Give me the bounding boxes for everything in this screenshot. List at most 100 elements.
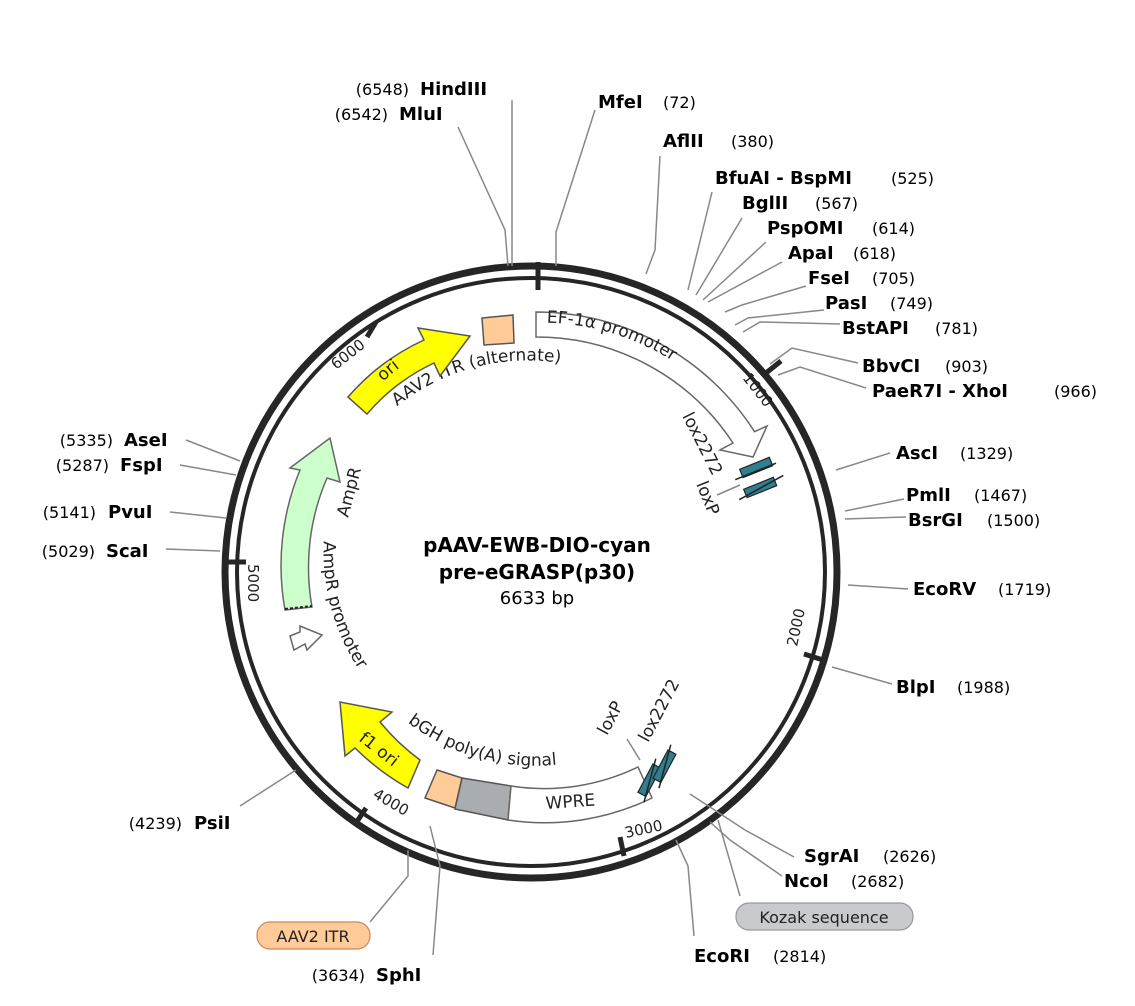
site-sgrai-pos: (2626) bbox=[883, 847, 936, 866]
loxp-top-leader bbox=[716, 484, 741, 496]
tick-label-2000: 2000 bbox=[783, 607, 809, 648]
site-sphi: (3634) SphI bbox=[312, 965, 422, 986]
site-paer7i-xhoi: PaeR7I - XhoI (966) bbox=[872, 381, 1097, 402]
site-pasi-name: PasI bbox=[825, 293, 867, 314]
site-bfuai-bspmi-name: BfuAI - BspMI bbox=[715, 168, 852, 189]
site-ecori-pos: (2814) bbox=[773, 947, 826, 966]
site-ecori: EcoRI (2814) bbox=[694, 946, 826, 967]
aav2-itr-tag-bg bbox=[256, 921, 371, 950]
site-pmli-name: PmlI bbox=[906, 485, 951, 506]
ampr-arrow bbox=[280, 436, 342, 611]
site-sphi-name: SphI bbox=[376, 965, 421, 986]
site-asci: AscI (1329) bbox=[896, 443, 1013, 464]
site-fsei-name: FseI bbox=[808, 268, 850, 289]
site-scai-name: ScaI bbox=[106, 541, 148, 562]
site-asci-pos: (1329) bbox=[960, 444, 1013, 463]
f1-ori-arrow bbox=[339, 701, 421, 790]
site-hindiii: (6548) HindIII bbox=[356, 79, 487, 100]
wpre-box bbox=[507, 765, 653, 824]
site-apai: ApaI (618) bbox=[788, 243, 896, 264]
restriction-sites: (6548) HindIII (6542) MluI MfeI (72) Afl… bbox=[42, 79, 1097, 986]
site-blpi: BlpI (1988) bbox=[896, 677, 1010, 698]
site-ecorv: EcoRV (1719) bbox=[913, 579, 1051, 600]
site-mlui-name: MluI bbox=[399, 104, 443, 125]
plasmid-name-line1: pAAV-EWB-DIO-cyan bbox=[423, 533, 651, 557]
site-scai-pos: (5029) bbox=[42, 542, 95, 561]
aav2-itr-tag-label: AAV2 ITR bbox=[276, 927, 349, 946]
site-fsei-pos: (705) bbox=[872, 269, 915, 288]
kozak-tag-bg bbox=[735, 902, 914, 931]
site-bfuai-bspmi: BfuAI - BspMI (525) bbox=[715, 168, 934, 189]
lox2272-bottom-label: lox2272 bbox=[635, 676, 685, 745]
site-pvui-name: PvuI bbox=[108, 502, 152, 523]
site-bsrgi: BsrGI (1500) bbox=[908, 510, 1040, 531]
site-hindiii-pos: (6548) bbox=[356, 80, 409, 99]
site-ncoi: NcoI (2682) bbox=[784, 871, 904, 892]
site-fspi-name: FspI bbox=[120, 455, 163, 476]
site-leaders bbox=[165, 100, 909, 956]
backbone-outer-ring bbox=[221, 262, 841, 882]
site-pspomi: PspOMI (614) bbox=[767, 218, 915, 239]
site-bstapi-name: BstAPI bbox=[842, 318, 909, 339]
ef1a-promoter-arrow bbox=[535, 311, 769, 458]
callout-kozak: Kozak sequence bbox=[735, 902, 914, 931]
loxp-top-label: loxP bbox=[691, 478, 723, 518]
site-aflii: AflII (380) bbox=[663, 131, 774, 152]
plasmid-size: 6633 bp bbox=[500, 588, 574, 609]
site-bglii: BglII (567) bbox=[742, 193, 858, 214]
tick-marks bbox=[227, 262, 824, 857]
ampr-promoter-arrow bbox=[289, 624, 324, 652]
plasmid-name-line2: pre-eGRASP(p30) bbox=[439, 560, 635, 584]
site-bglii-pos: (567) bbox=[815, 194, 858, 213]
site-pvui: (5141) PvuI bbox=[43, 502, 153, 523]
site-mlui: (6542) MluI bbox=[335, 104, 443, 125]
lox2272-bottom-site bbox=[652, 744, 677, 789]
site-blpi-pos: (1988) bbox=[957, 678, 1010, 697]
site-asci-name: AscI bbox=[896, 443, 938, 464]
tick-label-5000: 5000 bbox=[244, 564, 262, 602]
site-bstapi: BstAPI (781) bbox=[842, 318, 978, 339]
lox2272-top-site bbox=[734, 456, 777, 481]
site-bsrgi-pos: (1500) bbox=[987, 511, 1040, 530]
site-fspi: (5287) FspI bbox=[56, 455, 163, 476]
site-fsei: FseI (705) bbox=[808, 268, 915, 289]
tick-mark-6000 bbox=[364, 320, 379, 339]
site-bglii-name: BglII bbox=[742, 193, 788, 214]
site-pasi-pos: (749) bbox=[890, 294, 933, 313]
bgh-polya-box bbox=[454, 777, 512, 821]
site-pvui-pos: (5141) bbox=[43, 503, 96, 522]
site-fspi-pos: (5287) bbox=[56, 456, 109, 475]
site-mfei-pos: (72) bbox=[663, 93, 696, 112]
site-psii-pos: (4239) bbox=[129, 814, 182, 833]
tick-label-4000: 4000 bbox=[370, 785, 412, 820]
site-pasi: PasI (749) bbox=[825, 293, 933, 314]
site-bsrgi-name: BsrGI bbox=[908, 510, 963, 531]
backbone-inner-ring bbox=[235, 276, 827, 868]
site-ncoi-pos: (2682) bbox=[851, 872, 904, 891]
ori-arrow bbox=[346, 327, 472, 416]
site-sgrai: SgrAI (2626) bbox=[804, 846, 936, 867]
site-bbvci-name: BbvCI bbox=[862, 356, 920, 377]
site-sgrai-name: SgrAI bbox=[804, 846, 859, 867]
ampr-promoter-label: AmpR promoter bbox=[318, 541, 371, 672]
bgh-polya-label: bGH poly(A) signal bbox=[405, 710, 558, 770]
site-pmli: PmlI (1467) bbox=[906, 485, 1027, 506]
site-asei-pos: (5335) bbox=[60, 431, 113, 450]
tick-mark-4000 bbox=[353, 806, 369, 825]
site-asei-name: AseI bbox=[124, 430, 168, 451]
site-ecorv-name: EcoRV bbox=[913, 579, 976, 600]
site-ncoi-name: NcoI bbox=[784, 871, 829, 892]
callout-aav2-itr: AAV2 ITR bbox=[256, 921, 371, 950]
site-bbvci-pos: (903) bbox=[945, 357, 988, 376]
site-mfei-name: MfeI bbox=[598, 92, 643, 113]
site-pspomi-pos: (614) bbox=[872, 219, 915, 238]
site-pspomi-name: PspOMI bbox=[767, 218, 843, 239]
tick-mark-2000 bbox=[803, 651, 824, 663]
ampr-dotted-boundary bbox=[284, 605, 313, 610]
aav2-itr-alternate-box bbox=[481, 314, 515, 346]
site-blpi-name: BlpI bbox=[896, 677, 935, 698]
site-mfei: MfeI (72) bbox=[598, 92, 696, 113]
loxp-bottom-leader bbox=[626, 738, 641, 761]
site-hindiii-name: HindIII bbox=[420, 79, 487, 100]
